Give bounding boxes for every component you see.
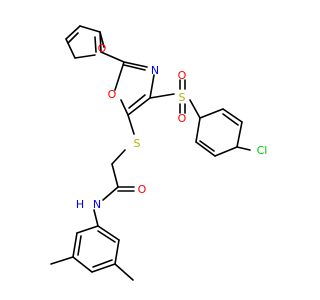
bond xyxy=(77,235,82,256)
bond xyxy=(72,256,93,273)
bond xyxy=(189,99,201,119)
atom-label-o: O xyxy=(98,42,107,55)
bond xyxy=(199,140,215,152)
atom-label-o: O xyxy=(178,112,187,125)
bond xyxy=(236,146,251,151)
bond xyxy=(93,209,99,227)
bond xyxy=(94,36,97,53)
bond xyxy=(114,239,120,265)
bond xyxy=(97,230,116,243)
bond xyxy=(199,108,224,119)
bonds xyxy=(50,25,251,281)
bond xyxy=(74,54,96,59)
bond xyxy=(222,113,239,126)
bond xyxy=(97,225,120,241)
molecule-canvas: O O N S S O O O N H Cl xyxy=(50,25,268,281)
atom-label-cl: Cl xyxy=(257,144,268,157)
bond xyxy=(65,38,76,59)
atom-label-n: N xyxy=(93,198,101,211)
bond xyxy=(127,97,151,116)
atom-label-s: S xyxy=(179,91,186,104)
bond xyxy=(50,256,74,265)
bond xyxy=(100,51,125,63)
bond xyxy=(123,61,148,68)
atom-label-h: H xyxy=(76,198,84,211)
bond xyxy=(114,263,134,281)
bond xyxy=(128,94,146,109)
atom-label-o: O xyxy=(138,183,147,196)
bond xyxy=(65,25,81,40)
bond xyxy=(91,263,116,273)
bond xyxy=(123,64,146,71)
bond xyxy=(222,108,243,123)
bond xyxy=(92,259,113,268)
bond xyxy=(76,225,99,234)
atom-label-s: S xyxy=(134,137,141,150)
atom-label-o: O xyxy=(178,69,187,82)
atom-label-o: O xyxy=(108,88,117,101)
bond xyxy=(114,61,125,91)
bond xyxy=(111,163,119,188)
bond xyxy=(127,114,135,135)
bond xyxy=(195,141,216,157)
atom-label-n: N xyxy=(151,64,159,77)
bond xyxy=(79,25,101,33)
bond xyxy=(102,186,119,201)
atom-labels: O O N S S O O O N H Cl xyxy=(76,42,268,211)
bond xyxy=(214,146,238,157)
bond xyxy=(149,74,155,99)
bond xyxy=(120,99,129,116)
bond xyxy=(195,117,201,143)
structure-diagram: O O N S S O O O N H Cl xyxy=(50,25,268,281)
bond xyxy=(149,93,175,99)
bond xyxy=(111,149,126,165)
bond xyxy=(67,32,79,44)
bond xyxy=(72,232,78,258)
bond xyxy=(99,31,102,53)
bond xyxy=(236,121,243,148)
